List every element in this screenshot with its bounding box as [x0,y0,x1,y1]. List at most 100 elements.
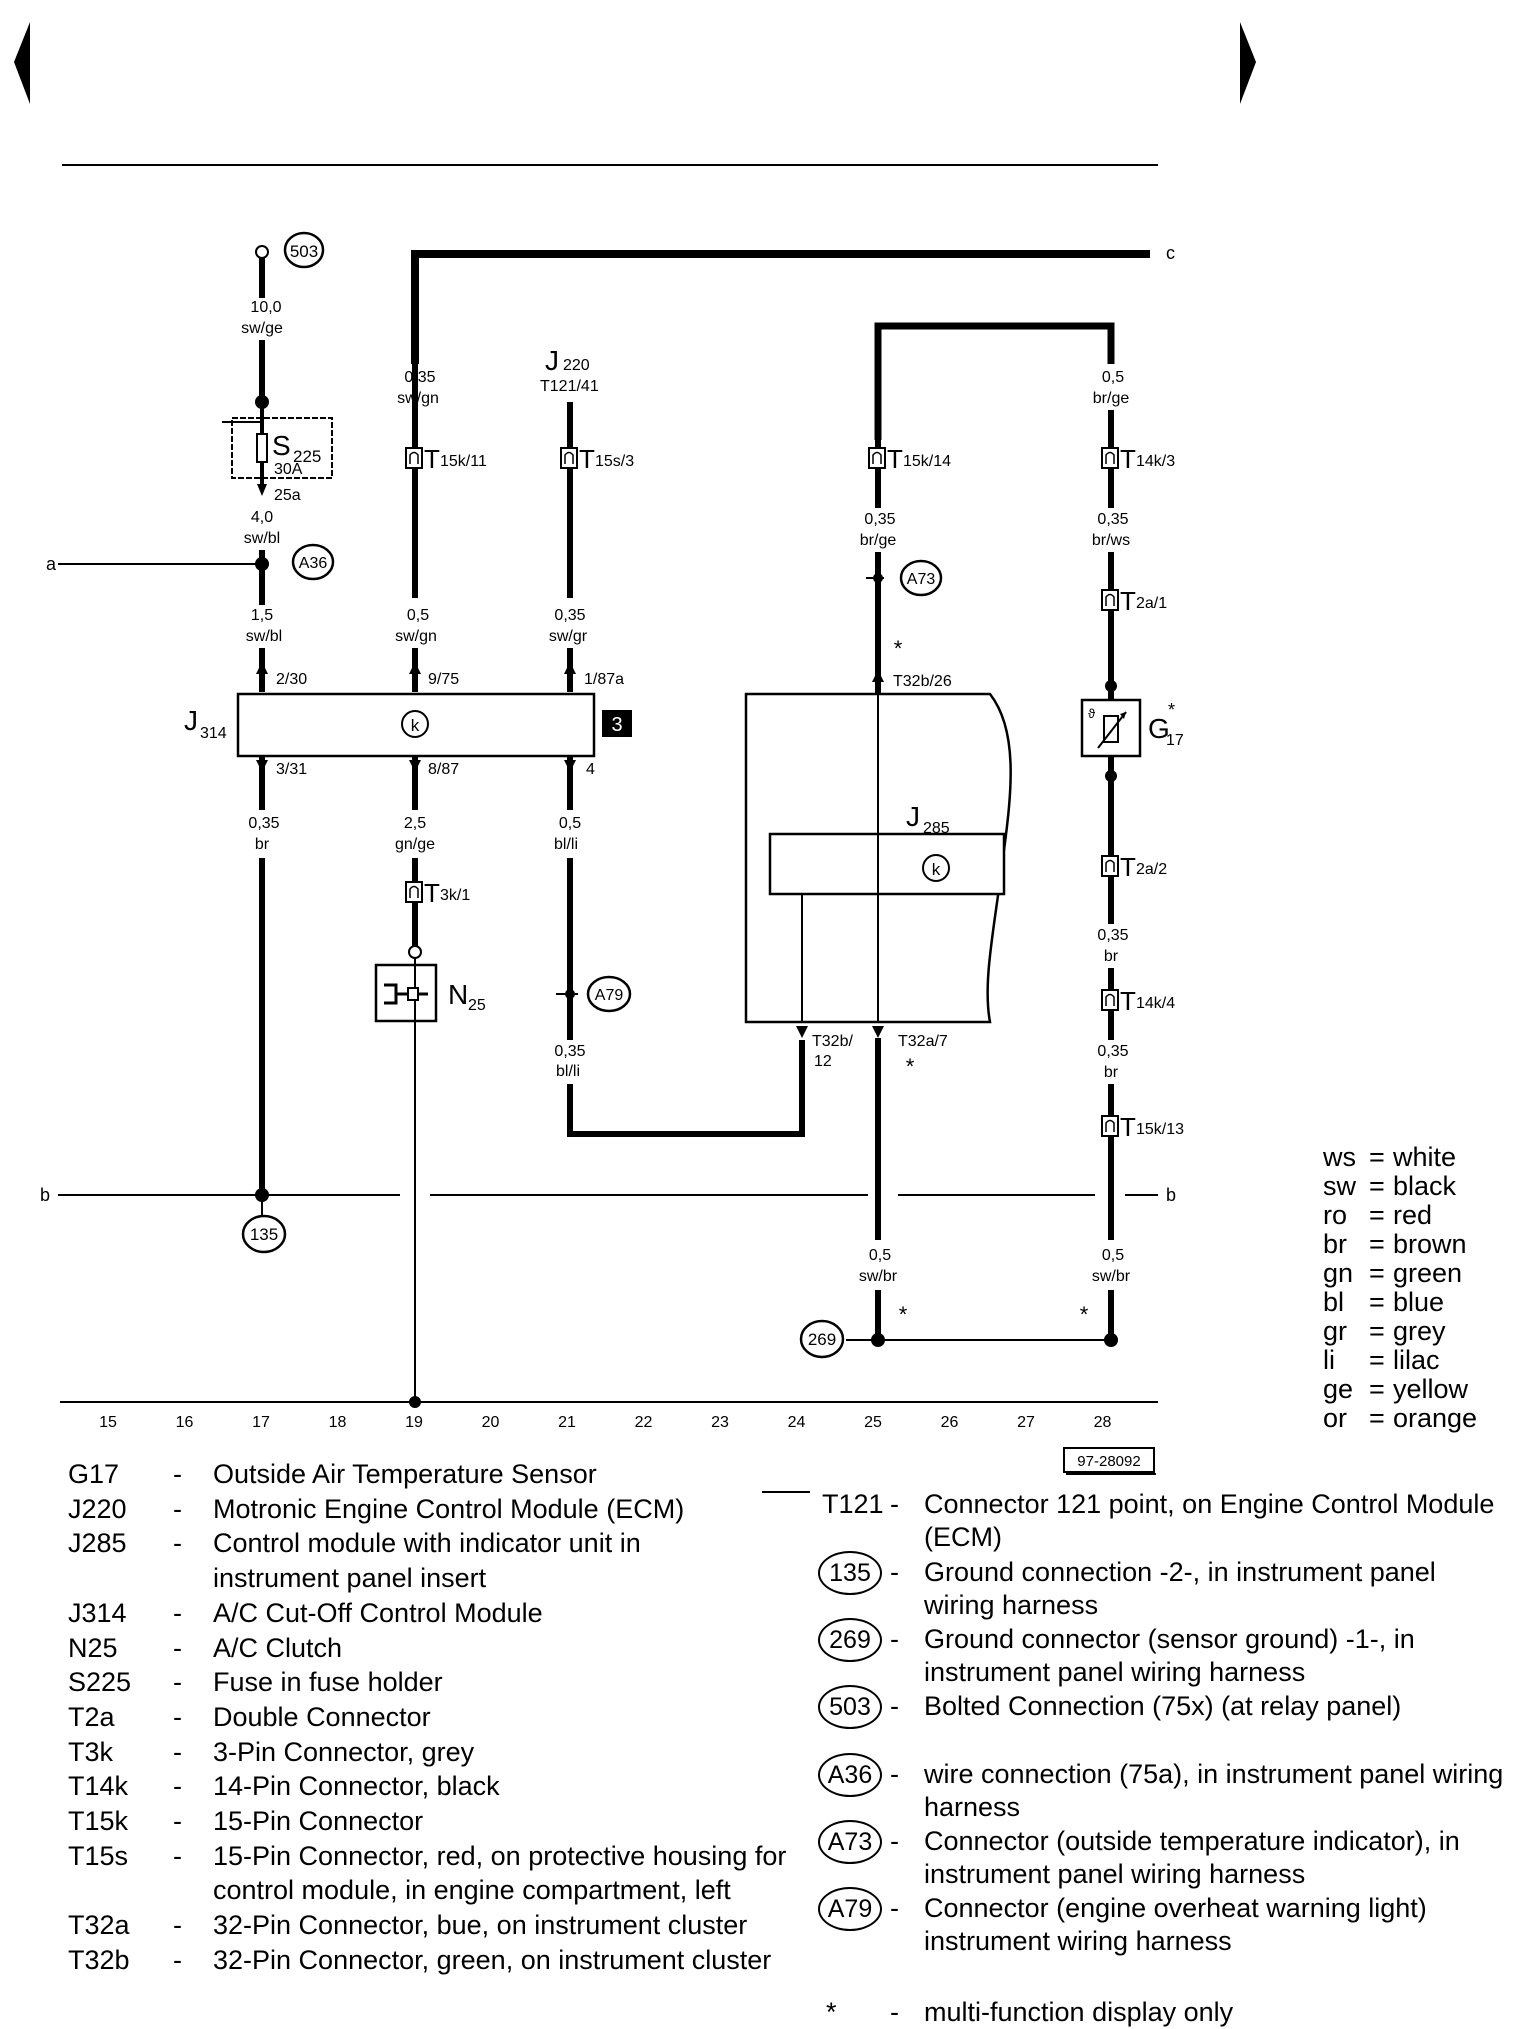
wire-spec-color: gn/ge [395,836,435,853]
legend-row: T14k-14-Pin Connector, black [68,1770,500,1803]
legend-row: S225-Fuse in fuse holder [68,1666,443,1699]
legend-dash: - [173,1910,182,1940]
equals-sign: = [1369,1287,1385,1317]
color-name: brown [1393,1229,1467,1259]
ruler-number: 24 [788,1414,806,1431]
svg-text:J: J [906,801,920,832]
legend-dash: - [173,1737,182,1767]
svg-text:k: k [411,716,420,735]
junction-dot [871,1333,885,1347]
wire-spec-color: sw/gr [549,628,588,645]
legend-dash: - [173,1494,182,1524]
terminal [408,945,422,959]
wire-spec-color: sw/br [1092,1268,1131,1285]
module-j285: k J 285 [768,801,1006,896]
connector-t15k-13: T 15k/13 [1101,1110,1184,1146]
svg-text:A73: A73 [907,571,936,588]
svg-text:J: J [184,705,198,736]
equals-sign: = [1369,1229,1385,1259]
legend-desc: Outside Air Temperature Sensor [213,1459,597,1489]
wire-spec-size: 0,35 [248,815,279,832]
wire-0-5-br-ge [874,322,1115,440]
legend-dash: - [890,1997,899,2027]
equals-sign: = [1369,1258,1385,1288]
pin-arrow [256,760,268,772]
equals-sign: = [1369,1374,1385,1404]
legend-dash: - [890,1557,899,1587]
color-abbr: ws [1323,1142,1356,1172]
color-abbr: ge [1323,1374,1354,1404]
color-abbr: br [1323,1229,1348,1259]
ref-a-left: a [46,554,57,574]
wire-spec-size: 0,35 [1097,1043,1128,1060]
star-note: * [906,1054,915,1079]
legend-dash: - [890,1893,899,1923]
legend-code: J220 [68,1494,127,1524]
ruler-number: 18 [329,1414,347,1431]
ruler-number: 16 [176,1414,194,1431]
svg-text:97-28092: 97-28092 [1077,1453,1140,1470]
legend-code: A36 [818,1753,882,1797]
pin-arrow [409,760,421,772]
color-key-row: ro=red [1323,1201,1477,1230]
ruler-number: 21 [558,1414,576,1431]
legend-desc: control module, in engine compartment, l… [213,1875,731,1905]
legend-desc: 32-Pin Connector, green, on instrument c… [213,1945,772,1975]
junction-dot [1105,680,1117,692]
color-key-row: br = brown [1323,1230,1477,1259]
svg-text:15k/11: 15k/11 [440,453,487,470]
legend-code: T3k [68,1737,114,1767]
legend-row: N25-A/C Clutch [68,1632,342,1665]
wire-spec-color: sw/br [859,1268,898,1285]
pin-label: T32b/ [812,1033,853,1050]
legend-desc: 32-Pin Connector, bue, on instrument clu… [213,1910,748,1940]
legend-dash: - [173,1667,182,1697]
color-key-row: li=lilac [1323,1346,1477,1375]
svg-text:15k/13: 15k/13 [1136,1121,1184,1138]
ruler-number: 15 [99,1414,117,1431]
wire-spec-size: 0,35 [1097,927,1128,944]
pin-label: 25a [274,487,301,504]
color-key-row: gn=green [1323,1259,1477,1288]
pin-label: 3/31 [276,761,307,778]
svg-text:k: k [932,860,941,879]
pin-arrow [256,662,268,674]
connector-t121-41: T121/41 [540,378,599,395]
legend-desc: 15-Pin Connector [213,1806,424,1836]
color-name: grey [1393,1316,1446,1346]
legend-desc: A/C Clutch [213,1633,343,1663]
legend-desc: Ground connection -2-, in instrument pan… [924,1557,1436,1620]
legend-desc: Fuse in fuse holder [213,1667,443,1697]
legend-dash: - [173,1459,182,1489]
svg-text:T: T [1120,444,1136,474]
color-abbr: bl [1323,1287,1345,1317]
ground-135: 135 [241,1214,287,1254]
previous-page-arrow[interactable] [14,22,30,104]
pin-label: 12 [814,1053,832,1070]
ruler-number: 28 [1094,1414,1112,1431]
junction-dot [565,989,575,999]
legend-code: A73 [818,1820,882,1864]
wire-spec-size: 10,0 [250,299,281,316]
pin-label: T32a/7 [898,1033,948,1050]
wire-spec-color: br/ge [860,532,897,549]
legend-row: J314-A/C Cut-Off Control Module [68,1597,543,1630]
color-abbr: sw [1323,1171,1356,1201]
ground-503: 503 [283,231,325,269]
legend-code: 269 [818,1618,882,1662]
equals-sign: = [1369,1142,1385,1172]
sensor-g17: ϑ G 17 * [1080,698,1184,758]
pin-label: 9/75 [428,671,459,688]
next-page-arrow[interactable] [1240,22,1256,104]
color-name: green [1393,1258,1463,1288]
ref-b-left: b [40,1185,50,1205]
legend-desc: 14-Pin Connector, black [213,1771,500,1801]
color-key-row: or=orange [1323,1404,1477,1433]
wire-spec-size: 0,35 [554,607,585,624]
legend-row: G17-Outside Air Temperature Sensor [68,1458,597,1491]
color-abbr: ro [1323,1200,1348,1230]
ac-clutch-n25: N 25 [374,958,486,1023]
ruler-number: 23 [711,1414,729,1431]
svg-text:3: 3 [611,714,622,736]
pin-label: T32b/26 [893,673,952,690]
